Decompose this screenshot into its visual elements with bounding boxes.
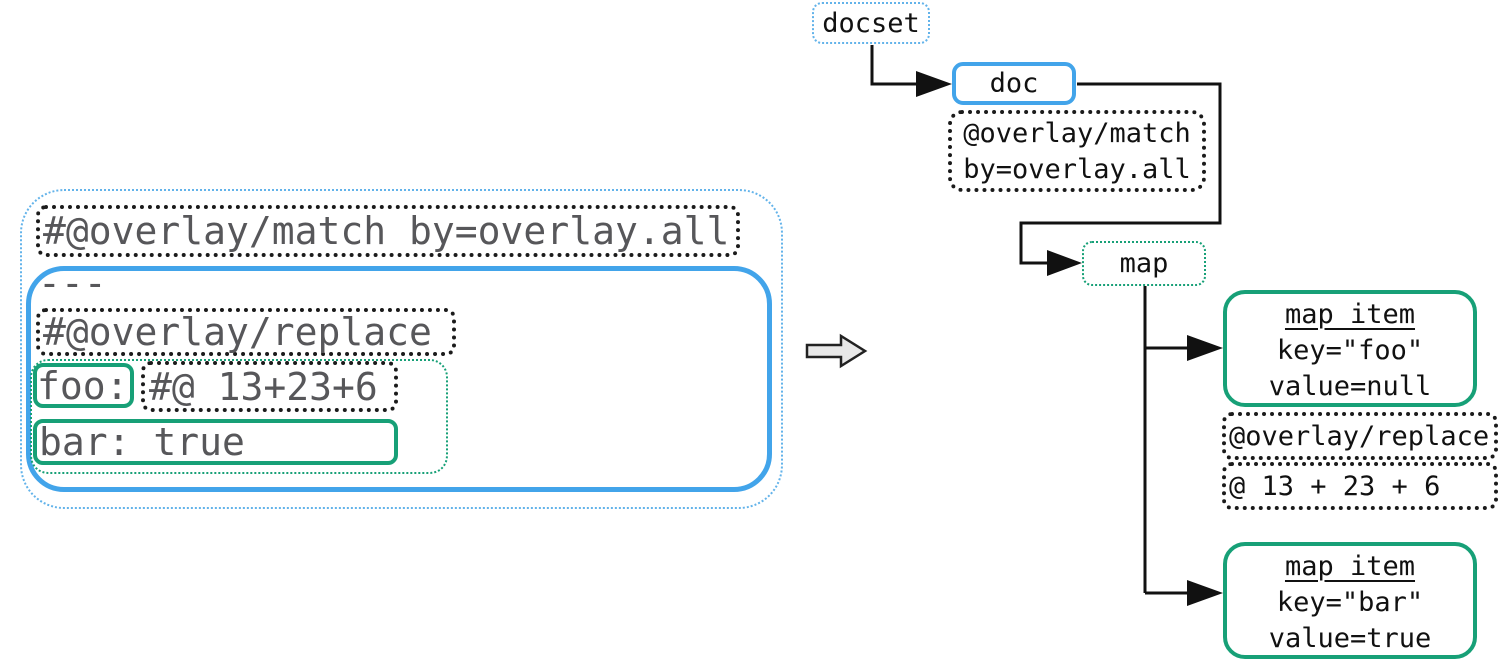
doc-node-label: doc [989,68,1039,99]
bar-entry-box: bar: true [33,419,398,465]
arrowhead-doc [916,71,952,97]
arrowhead-map [1047,250,1082,276]
overlay-replace-annotation-text: #@overlay/replace [43,310,432,354]
doc-match-annotation-line2: by=overlay.all [963,154,1191,185]
document-separator: --- [38,261,107,305]
foo-key-text: foo: [37,363,129,408]
connector-docset-to-doc [870,45,916,86]
yaml-document-box [26,266,772,492]
map-item-bar-value: value=true [1268,623,1432,654]
map-item-bar-title: map item [1284,551,1416,582]
foo-value-annotation-text: #@ 13+23+6 [149,364,378,409]
doc-node: doc [952,62,1076,105]
value-annotation-node: @ 13 + 23 + 6 [1222,462,1498,510]
arrowhead-map-item-foo [1187,335,1223,361]
transform-block-arrow [805,333,868,369]
doc-match-annotation-node: @overlay/match by=overlay.all [948,110,1206,192]
docset-node-label: docset [822,7,920,39]
map-item-foo-node: map item key="foo" value=null [1223,290,1477,407]
doc-match-annotation-line1: @overlay/match [963,118,1191,149]
replace-annotation-node: @overlay/replace [1222,412,1498,460]
map-node-label: map [1119,248,1169,279]
foo-key-box: foo: [33,363,134,408]
arrowhead-map-item-bar [1187,580,1223,606]
map-item-bar-key: key="bar" [1276,587,1424,618]
docset-node: docset [812,2,930,44]
value-annotation-node-text: @ 13 + 23 + 6 [1229,470,1441,502]
overlay-match-annotation-text: #@overlay/match by=overlay.all [43,209,730,253]
document-separator-text: --- [38,261,107,305]
foo-entry-outline [30,359,448,474]
overlay-match-annotation-box: #@overlay/match by=overlay.all [36,205,740,257]
overlay-replace-annotation-box: #@overlay/replace [36,308,456,356]
map-item-bar-node: map item key="bar" value=true [1223,542,1477,659]
map-item-foo-key: key="foo" [1276,335,1424,366]
map-node: map [1082,241,1206,286]
connector-doc-to-map [1019,82,1222,265]
bar-entry-text: bar: true [39,420,245,464]
map-item-foo-title: map item [1284,299,1416,330]
map-item-foo-value: value=null [1268,371,1432,402]
yaml-source-outline [20,189,783,509]
replace-annotation-node-text: @overlay/replace [1229,420,1490,452]
foo-value-annotation-box: #@ 13+23+6 [141,361,398,412]
